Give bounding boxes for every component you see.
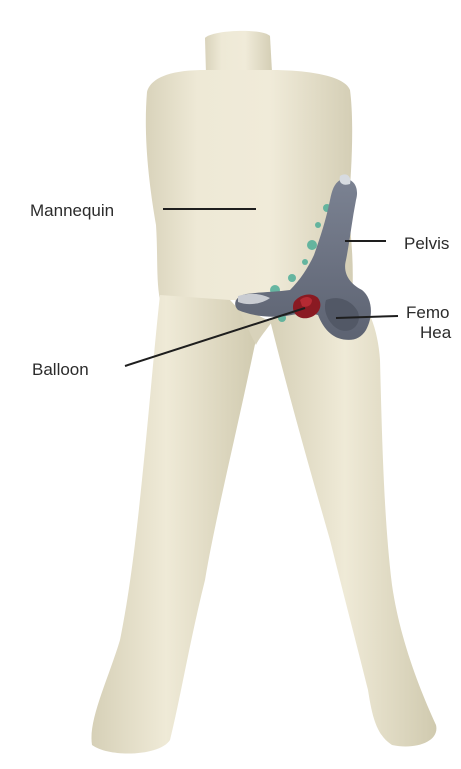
mannequin-label: Mannequin — [30, 201, 114, 220]
mannequin-body — [91, 31, 436, 754]
pelvis-label: Pelvis — [404, 234, 449, 253]
femoral-head-label-line1: Femo — [406, 303, 449, 322]
balloon-label: Balloon — [32, 360, 89, 379]
femoral-head-label-line2: Hea — [420, 323, 452, 342]
